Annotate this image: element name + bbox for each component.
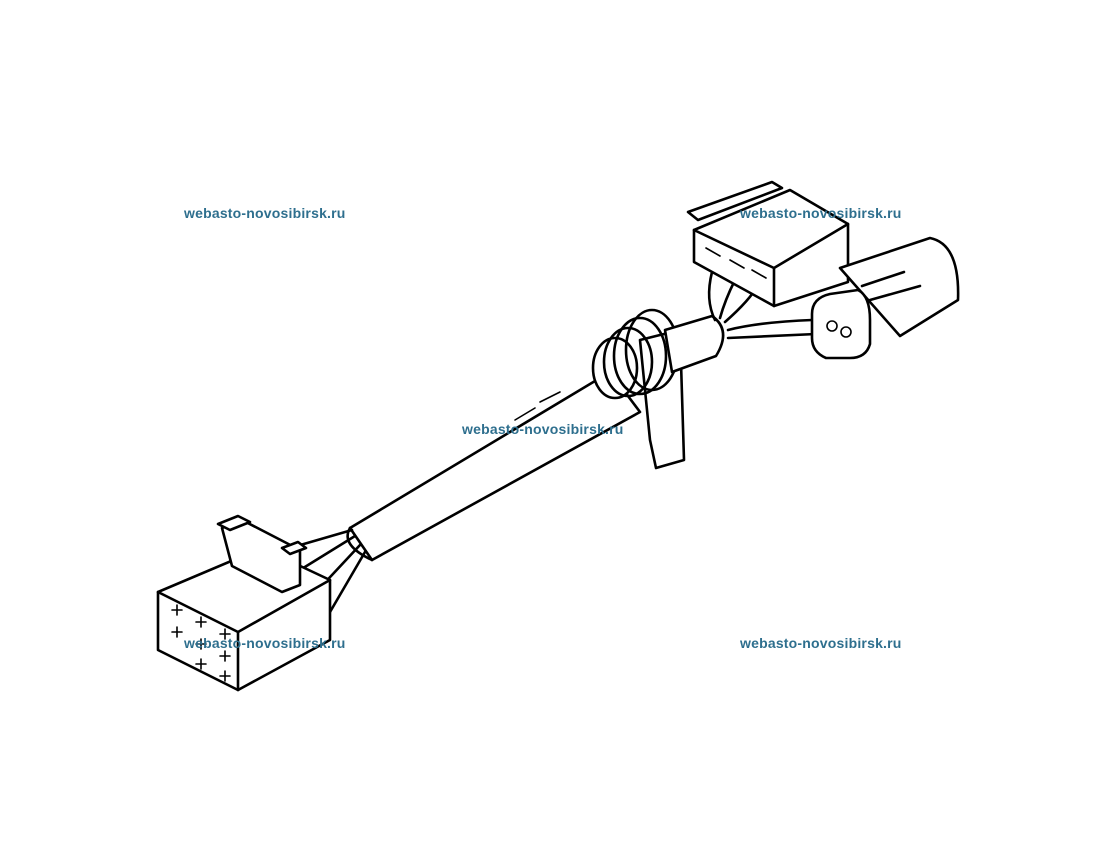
watermark-center: webasto-novosibirsk.ru — [462, 421, 624, 437]
watermark-top-right: webasto-novosibirsk.ru — [740, 205, 902, 221]
cable — [346, 370, 642, 562]
grommet — [591, 308, 725, 470]
two-pin-connector — [810, 236, 960, 360]
flat-connector — [686, 180, 850, 308]
multi-pin-connector — [156, 514, 332, 692]
pin-cavities — [171, 604, 231, 682]
watermark-bottom-right: webasto-novosibirsk.ru — [740, 635, 902, 651]
watermark-top-left: webasto-novosibirsk.ru — [184, 205, 346, 221]
watermark-bottom-left: webasto-novosibirsk.ru — [184, 635, 346, 651]
